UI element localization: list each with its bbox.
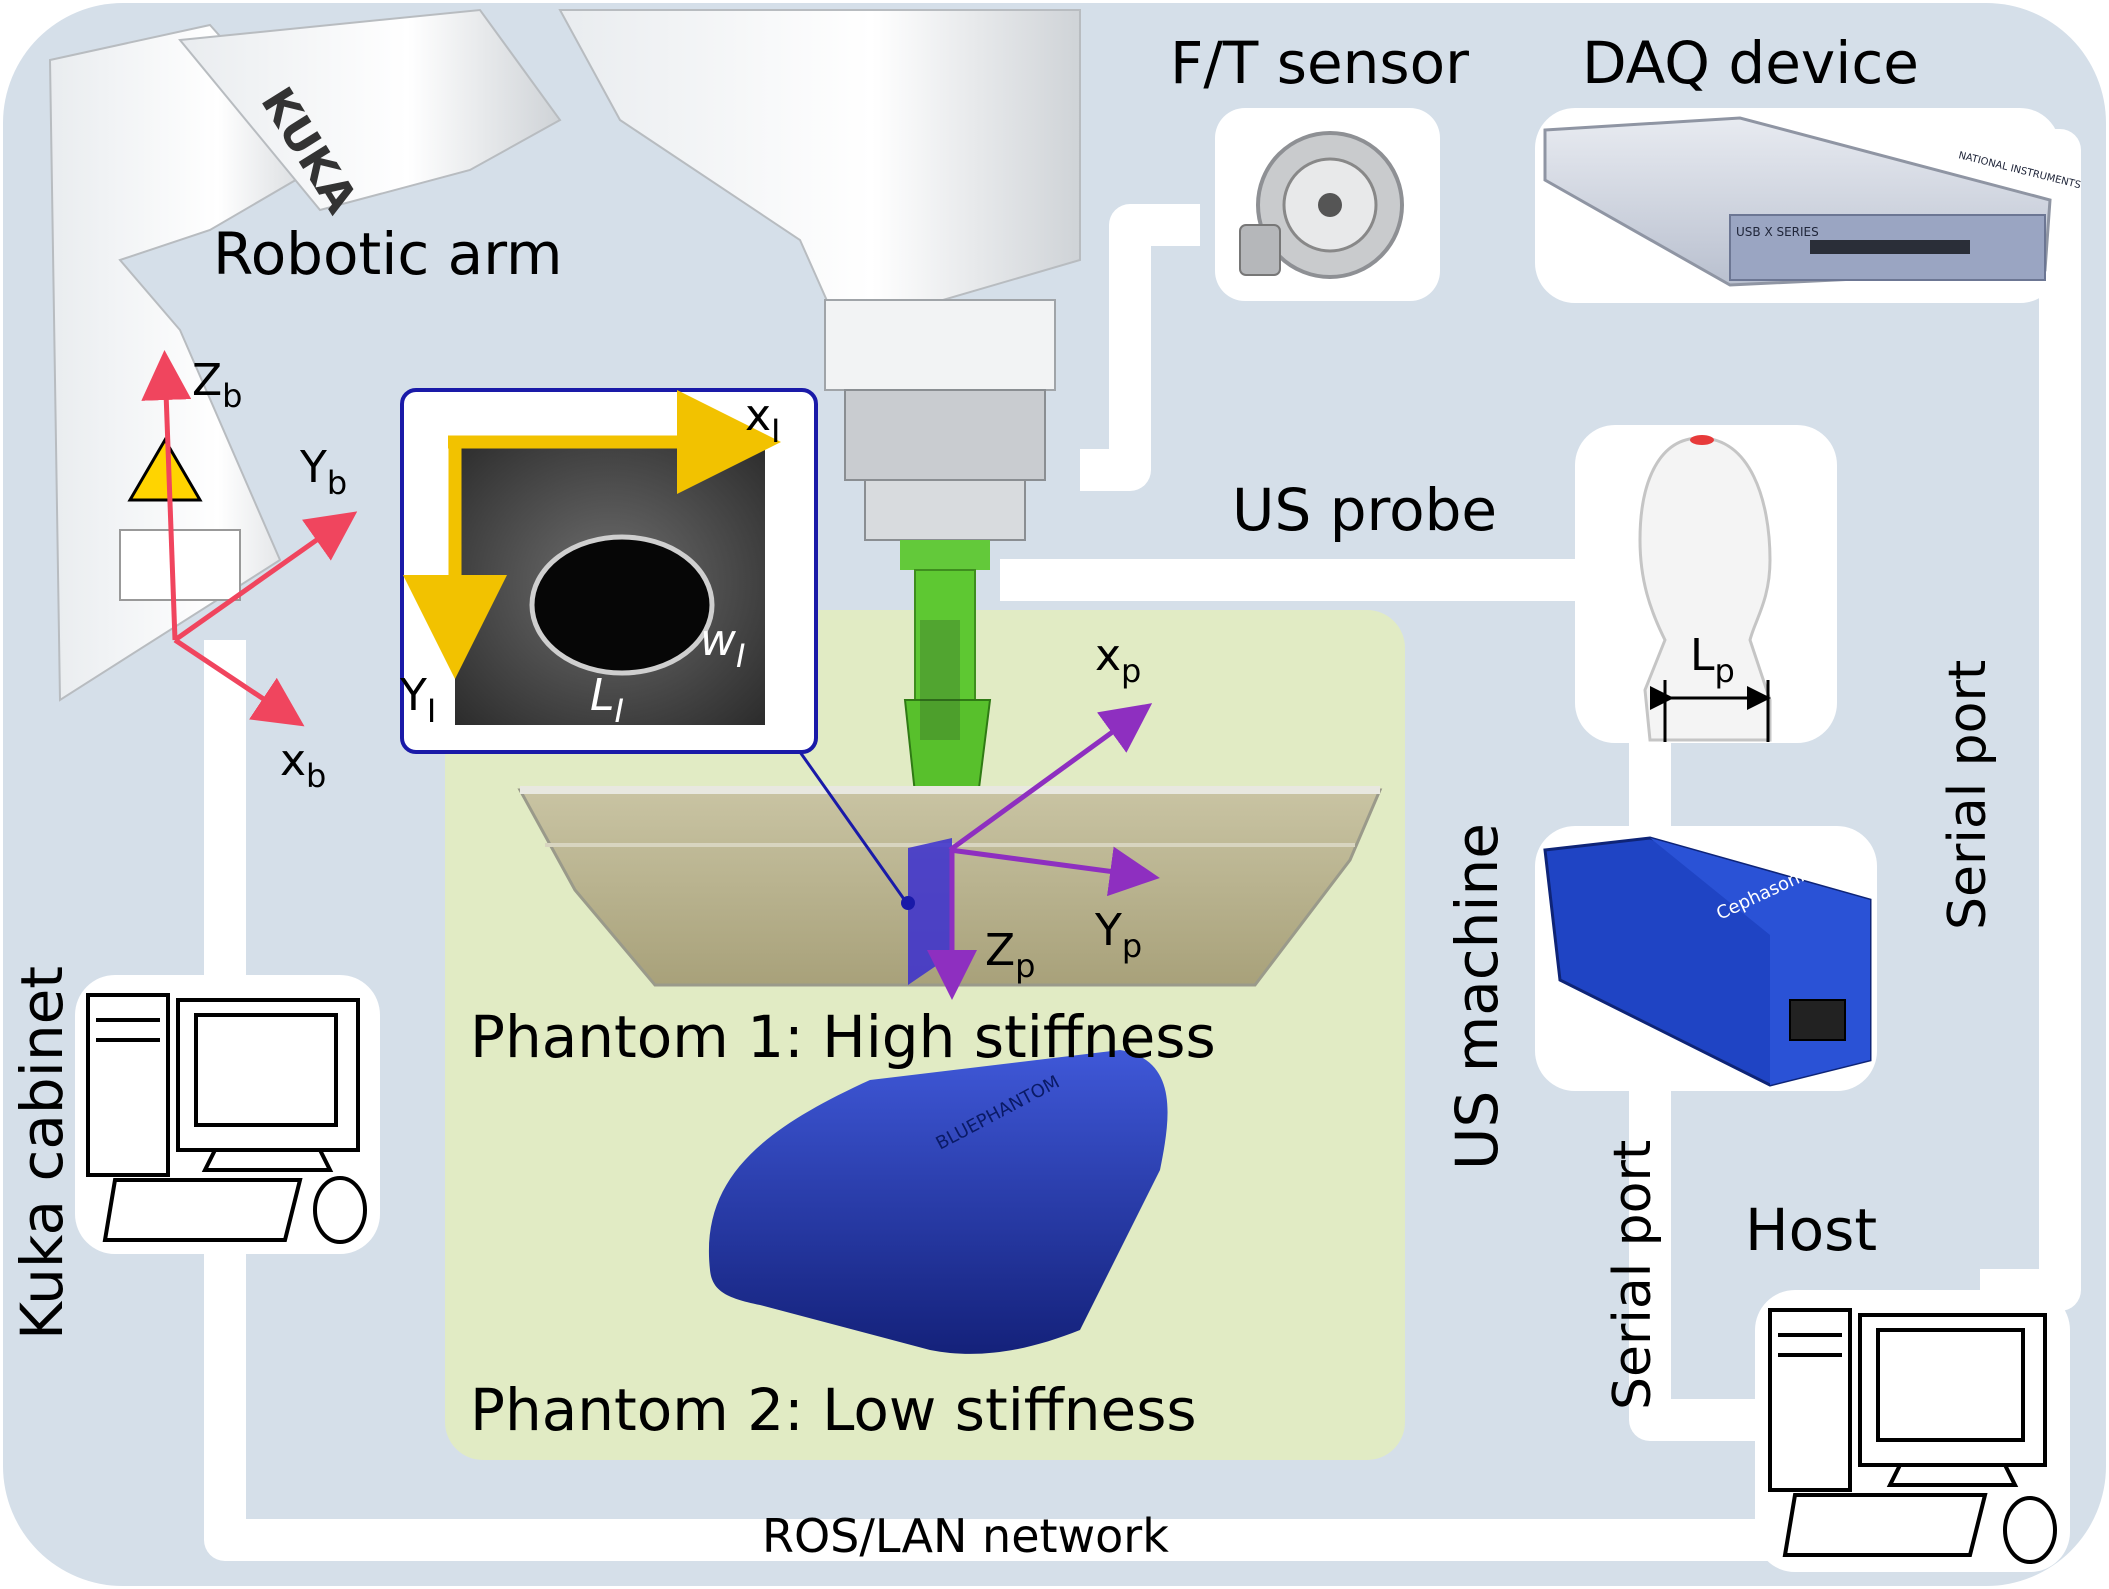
host-box	[1755, 1290, 2070, 1572]
imaging-plane	[908, 838, 952, 985]
base-axis-z-arrow	[141, 350, 192, 641]
daq-series-text: USB X SERIES	[1736, 225, 1819, 239]
base-axis-y-label: Yb	[299, 442, 347, 502]
kuka-cabinet-label: Kuka cabinet	[8, 966, 76, 1340]
image-axis-y-label: YI	[399, 670, 436, 730]
us-probe-icon	[1638, 436, 1772, 742]
network-label: ROS/LAN network	[762, 1509, 1169, 1563]
host-label: Host	[1745, 1196, 1877, 1264]
phantom2-label: Phantom 2: Low stiffness	[470, 1376, 1197, 1444]
probe-axis-z-label: Zp	[985, 925, 1035, 985]
phantom2-image: BLUEPHANTOM	[708, 1050, 1168, 1354]
ft-to-daq-cable	[1080, 204, 1200, 491]
kuka-cabinet-box	[75, 975, 380, 1254]
ultrasound-image-inset: xI YI LI wI	[399, 388, 818, 754]
us-machine-box: Cephasonics	[1535, 826, 1877, 1091]
ft-sensor-box	[1215, 108, 1440, 301]
image-axis-x-label: xI	[745, 390, 780, 450]
probe-length-label: Lp	[1690, 630, 1735, 690]
phantom1-label: Phantom 1: High stiffness	[470, 1003, 1216, 1071]
probe-axis-y-arrow	[949, 846, 1160, 897]
image-frame-pointer-line	[798, 751, 908, 903]
base-axis-x-label: xb	[280, 735, 326, 795]
base-frame-axes: Zb Yb xb	[141, 350, 358, 795]
serial-port-right-label: Serial port	[1938, 660, 1998, 930]
us-machine-label: US machine	[1443, 823, 1511, 1170]
base-axis-y-arrow	[173, 511, 358, 643]
vessel-cross-section	[529, 534, 715, 676]
us-probe-label: US probe	[1232, 476, 1497, 544]
probe-axis-x-arrow	[948, 703, 1153, 853]
us-machine-to-host-cable	[1629, 1090, 1760, 1441]
probe-axis-x-label: xp	[1095, 630, 1141, 690]
daq-device-box: USB X SERIES NATIONAL INSTRUMENTS	[1535, 108, 2082, 303]
robotic-arm-label: Robotic arm	[213, 220, 563, 288]
image-length-label: LI	[590, 670, 624, 730]
us-probe-box: Lp	[1575, 425, 1837, 743]
cabinet-computer-icon	[86, 993, 367, 1244]
serial-port-middle-label: Serial port	[1603, 1140, 1663, 1410]
daq-device-label: DAQ device	[1582, 29, 1919, 97]
base-axis-x-arrow	[173, 637, 305, 727]
image-width-label: wI	[700, 615, 745, 675]
host-computer-icon	[1768, 1308, 2057, 1564]
ft-sensor-label: F/T sensor	[1170, 29, 1469, 97]
base-axis-z-label: Zb	[192, 355, 242, 415]
probe-frame-axes: xp Yp Zp	[927, 630, 1160, 1000]
imaging-plane-point	[901, 896, 915, 910]
probe-axis-y-label: Yp	[1094, 905, 1142, 965]
warning-sign-icon	[127, 437, 203, 502]
